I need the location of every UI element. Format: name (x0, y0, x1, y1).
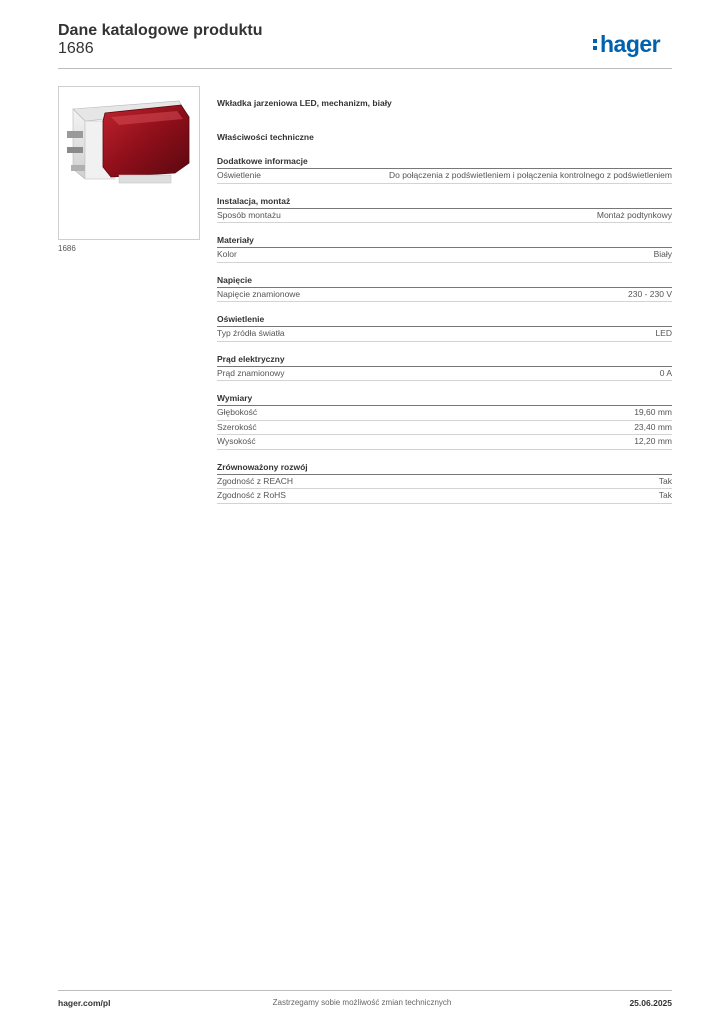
page-title: Dane katalogowe produktu (58, 22, 263, 39)
section-voltage: Napięcie Napięcie znamionowe 230 - 230 V (217, 273, 672, 302)
section-title: Oświetlenie (217, 312, 672, 327)
section-additional-info: Dodatkowe informacje Oświetlenie Do połą… (217, 154, 672, 184)
hager-logo[interactable]: hager (593, 30, 661, 58)
spec-row: Szerokość 23,40 mm (217, 421, 672, 435)
spec-value: Tak (658, 490, 672, 500)
spec-row: Zgodność z REACH Tak (217, 475, 672, 489)
spec-label: Napięcie znamionowe (217, 288, 301, 299)
footer-date: 25.06.2025 (629, 998, 672, 1008)
section-title: Instalacja, montaż (217, 194, 672, 209)
spec-value: Tak (658, 475, 672, 486)
spec-row: Oświetlenie Do połączenia z podświetleni… (217, 169, 672, 184)
spec-label: Zgodność z REACH (217, 475, 294, 486)
spec-value: 19,60 mm (634, 407, 672, 417)
section-sustainability: Zrównoważony rozwój Zgodność z REACH Tak… (217, 460, 672, 504)
spec-label: Zgodność z RoHS (217, 490, 286, 500)
section-title: Prąd elektryczny (217, 352, 672, 367)
specification-content: Wkładka jarzeniowa LED, mechanizm, biały… (217, 96, 672, 504)
product-image (58, 86, 200, 240)
spec-row: Sposób montażu Montaż podtynkowy (217, 209, 672, 223)
spec-row: Typ źródła światła LED (217, 327, 672, 342)
spec-label: Typ źródła światła (217, 328, 285, 338)
led-insert-illustration-icon (67, 100, 190, 184)
spec-row: Głębokość 19,60 mm (217, 406, 672, 421)
logo-text: hager (600, 31, 661, 57)
spec-value: LED (655, 328, 672, 338)
footer-notice: Zastrzegamy sobie możliwość zmian techni… (272, 998, 452, 1007)
section-title: Dodatkowe informacje (217, 154, 672, 169)
footer-website-link[interactable]: hager.com/pl (58, 998, 111, 1008)
spec-row: Prąd znamionowy 0 A (217, 367, 672, 381)
logo-colon-icon (593, 34, 599, 54)
section-title: Materiały (217, 233, 672, 248)
spec-row: Wysokość 12,20 mm (217, 435, 672, 450)
spec-value: Do połączenia z podświetleniem i połącze… (388, 170, 672, 180)
spec-label: Oświetlenie (217, 170, 261, 180)
spec-label: Głębokość (217, 407, 258, 417)
section-installation: Instalacja, montaż Sposób montażu Montaż… (217, 194, 672, 223)
spec-label: Kolor (217, 249, 237, 259)
spec-row: Kolor Biały (217, 248, 672, 263)
product-number: 1686 (58, 40, 94, 57)
section-dimensions: Wymiary Głębokość 19,60 mm Szerokość 23,… (217, 391, 672, 450)
spec-value: 0 A (659, 367, 672, 378)
spec-value: 23,40 mm (634, 421, 672, 432)
section-current: Prąd elektryczny Prąd znamionowy 0 A (217, 352, 672, 381)
spec-row: Zgodność z RoHS Tak (217, 489, 672, 504)
spec-label: Szerokość (217, 421, 257, 432)
spec-value: Montaż podtynkowy (596, 209, 672, 220)
spec-label: Prąd znamionowy (217, 367, 285, 378)
spec-value: 230 - 230 V (628, 288, 672, 299)
section-title: Wymiary (217, 391, 672, 406)
header-divider (58, 68, 672, 69)
spec-label: Sposób montażu (217, 209, 281, 220)
image-caption: 1686 (58, 244, 76, 253)
footer-divider (58, 990, 672, 991)
section-lighting: Oświetlenie Typ źródła światła LED (217, 312, 672, 342)
spec-label: Wysokość (217, 436, 256, 446)
section-materials: Materiały Kolor Biały (217, 233, 672, 263)
product-name: Wkładka jarzeniowa LED, mechanizm, biały (217, 98, 392, 108)
spec-row: Napięcie znamionowe 230 - 230 V (217, 288, 672, 302)
technical-properties-heading: Właściwości techniczne (217, 132, 314, 142)
spec-value: Biały (653, 249, 672, 259)
section-title: Zrównoważony rozwój (217, 460, 672, 475)
section-title: Napięcie (217, 273, 672, 288)
spec-value: 12,20 mm (634, 436, 672, 446)
